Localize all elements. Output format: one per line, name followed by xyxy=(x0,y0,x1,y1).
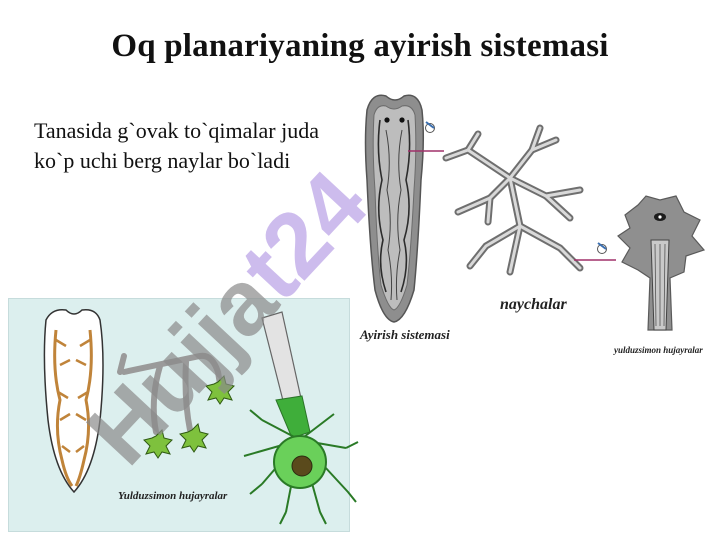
planaria-body-figure xyxy=(364,94,435,323)
excretory-system-caption: Ayirish sistemasi xyxy=(360,327,450,342)
slide-title: Oq planariyaning ayirish sistemasi xyxy=(111,28,609,64)
description-line-1: Tanasida g`ovak to`qimalar juda xyxy=(34,118,319,143)
star-cells-caption-small: yulduzsimon hujayralar xyxy=(614,345,703,355)
panel-tubule-figure xyxy=(117,352,235,459)
star-cells-caption-panel: Yulduzsimon hujayralar xyxy=(118,490,228,502)
slide-description: Tanasida g`ovak to`qimalar juda ko`p uch… xyxy=(34,116,319,176)
flame-cell-figure xyxy=(617,195,706,331)
panel-planaria-figure xyxy=(43,308,104,494)
tubules-caption: naychalar xyxy=(500,296,567,313)
panel-large-cell-figure xyxy=(243,311,359,525)
description-line-2: ko`p uchi berg naylar bo`ladi xyxy=(34,148,291,173)
